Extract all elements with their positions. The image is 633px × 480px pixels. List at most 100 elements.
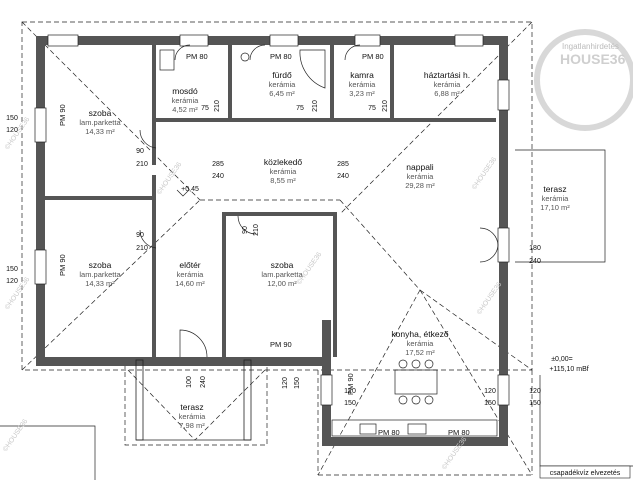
door-label: PM 80 — [362, 52, 384, 61]
roof-hip — [21, 21, 201, 201]
roof-hip — [21, 199, 201, 371]
room-floor: kerámia — [270, 167, 298, 176]
dimension: 90 — [136, 148, 144, 155]
dimension: 240 — [337, 173, 349, 180]
dimension: 100 — [186, 376, 193, 388]
room-floor: lam.parketta — [261, 270, 303, 279]
wall-inner — [222, 212, 226, 357]
door-label: PM 90 — [346, 373, 355, 395]
room-haztartasi: háztartási h. kerámia 6,88 m² — [424, 70, 470, 98]
porch-pillar — [243, 359, 252, 441]
door-label: PM 80 — [378, 428, 400, 437]
washbasin — [240, 52, 250, 62]
dimension: 210 — [382, 100, 389, 112]
room-name: terasz — [180, 402, 203, 412]
dimension: 180 — [529, 245, 541, 252]
dimension: 150 — [294, 377, 301, 389]
dimension: 240 — [529, 258, 541, 265]
room-area: 12,00 m² — [267, 279, 297, 288]
door-label: PM 90 — [58, 104, 67, 126]
dimension: 210 — [214, 100, 221, 112]
roof-outline — [21, 21, 533, 371]
dimension: 210 — [312, 100, 319, 112]
room-floor: kerámia — [434, 80, 462, 89]
window — [47, 34, 79, 47]
door-swing — [174, 44, 191, 61]
room-floor: kerámia — [349, 80, 377, 89]
room-area: 8,55 m² — [270, 176, 296, 185]
level-main: +0,45 — [181, 186, 199, 193]
room-name: mosdó — [172, 86, 198, 96]
room-area: 14,60 m² — [175, 279, 205, 288]
wall-inner — [152, 45, 156, 165]
chair — [398, 359, 408, 369]
room-area: 3,23 m² — [349, 89, 375, 98]
wall-inner — [45, 196, 155, 200]
dimension: 210 — [253, 224, 260, 236]
room-terasz-right: terasz kerámia 17,10 m² — [540, 184, 570, 212]
room-area: 6,88 m² — [434, 89, 460, 98]
drainage-note: csapadékvíz elvezetés — [550, 470, 621, 477]
room-terasz-front: terasz kerámia 7,98 m² — [179, 402, 207, 430]
room-name: közlekedő — [264, 157, 303, 167]
room-name: fürdő — [272, 70, 292, 80]
wall-inner — [228, 45, 232, 120]
chair — [411, 359, 421, 369]
dimension: 90 — [136, 232, 144, 239]
door-label: PM 80 — [448, 428, 470, 437]
dimension: 75 — [296, 105, 304, 112]
dimension: 285 — [337, 161, 349, 168]
corner-bathtub — [299, 49, 326, 89]
room-floor: kerámia — [177, 270, 205, 279]
window — [269, 34, 299, 47]
room-area: 17,52 m² — [405, 348, 435, 357]
dimension: 90 — [242, 226, 249, 234]
note-box — [539, 465, 631, 479]
porch-roof — [124, 364, 268, 446]
room-floor: lam.parketta — [79, 270, 121, 279]
door-swing — [237, 215, 257, 235]
room-mosdo: mosdó kerámia 4,52 m² — [172, 86, 200, 114]
wall-inner — [222, 212, 337, 216]
watermark: ©HOUSE36 — [155, 160, 183, 196]
door-label: PM 90 — [270, 340, 292, 349]
dimension: 150 — [344, 400, 356, 407]
dimension: 285 — [212, 161, 224, 168]
room-floor: kerámia — [172, 96, 200, 105]
roof-hip — [419, 289, 533, 476]
window — [454, 34, 484, 47]
dining-table — [394, 369, 438, 395]
roof-hip — [339, 199, 421, 291]
dimension: 120 — [529, 388, 541, 395]
room-floor: kerámia — [269, 80, 297, 89]
room-area: 17,10 m² — [540, 203, 570, 212]
chair — [424, 359, 434, 369]
toilet — [159, 49, 175, 71]
door-swing — [344, 44, 361, 61]
room-floor: kerámia — [179, 412, 207, 421]
stove — [407, 423, 427, 435]
door-swing — [249, 44, 266, 61]
roof-hip — [339, 21, 533, 215]
site-line-left — [0, 425, 96, 480]
dimension: 75 — [368, 105, 376, 112]
wall-inner — [152, 175, 156, 357]
dimension: 240 — [212, 173, 224, 180]
entrance-door — [179, 329, 208, 358]
chair — [411, 395, 421, 405]
room-konyha: konyha, étkező kerámia 17,52 m² — [391, 329, 448, 357]
room-name: háztartási h. — [424, 70, 470, 80]
room-szoba-1: szoba lam.parketta 14,33 m² — [79, 108, 121, 136]
room-floor: lam.parketta — [79, 118, 121, 127]
window — [497, 79, 510, 111]
room-area: 6,45 m² — [269, 89, 295, 98]
house36-logo: Ingatlanhirdetés HOUSE36 — [534, 29, 633, 131]
wall-left — [36, 36, 45, 366]
site-line-right — [539, 375, 633, 467]
level-terrace: ±0,00= — [551, 356, 573, 363]
dimension: 120 — [282, 377, 289, 389]
room-area: 7,98 m² — [179, 421, 205, 430]
room-area: 14,33 m² — [85, 279, 115, 288]
level-terrace-absolute: +115,10 mBf — [549, 366, 588, 373]
